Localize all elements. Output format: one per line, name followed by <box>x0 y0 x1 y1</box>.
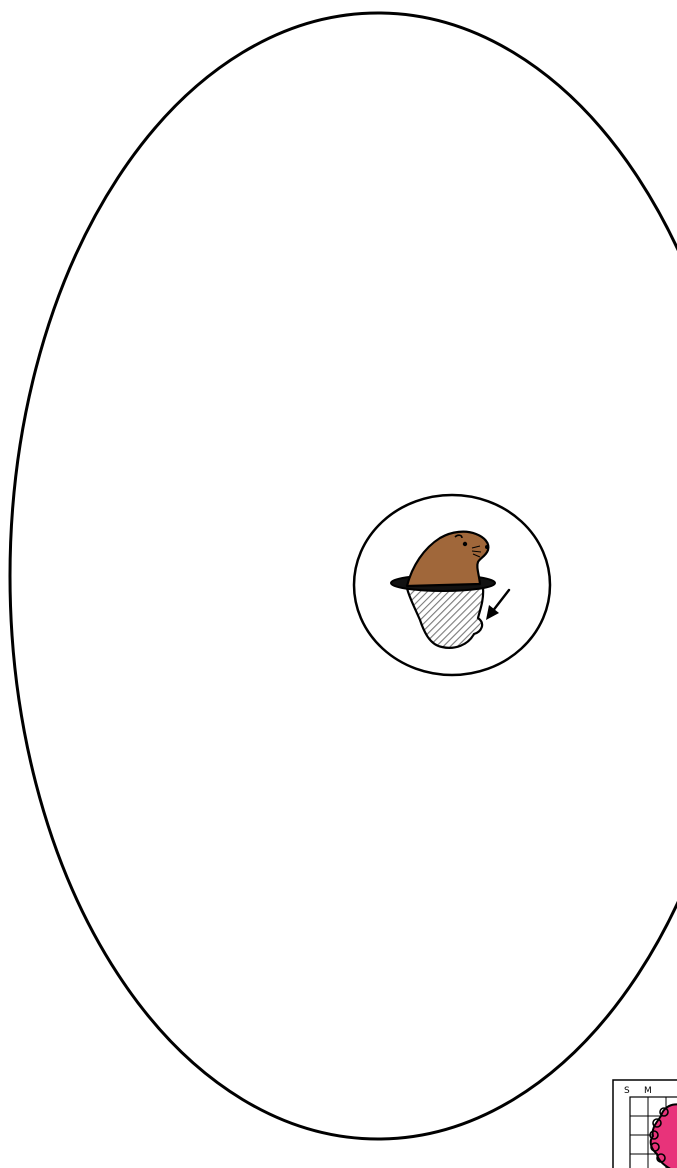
calendar-corner: S M <box>613 1080 677 1168</box>
calendar-day-label: S <box>624 1086 630 1096</box>
groundhog-nose-icon <box>485 545 489 549</box>
groundhog-eye-icon <box>463 542 467 546</box>
calendar-day-label: M <box>644 1086 652 1096</box>
groundhog-badge <box>354 495 550 675</box>
outer-oval-frame <box>10 13 677 1139</box>
